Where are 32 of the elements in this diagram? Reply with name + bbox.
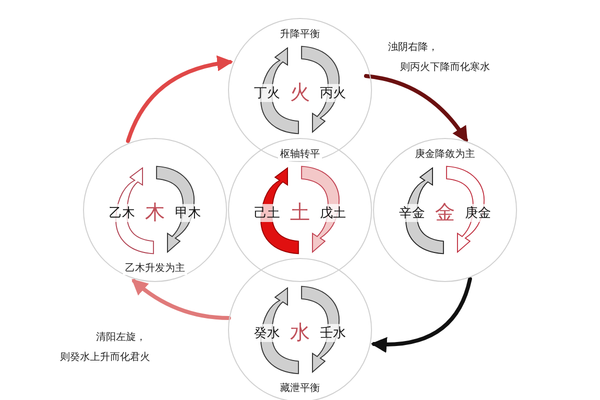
element-circle — [373, 138, 517, 282]
stem-label: 壬水 — [320, 324, 346, 342]
stem-label: 丙火 — [320, 84, 346, 102]
element-character: 火 — [290, 79, 310, 106]
circle-heading: 升降平衡 — [278, 27, 322, 41]
stem-label: 戊土 — [320, 204, 346, 222]
element-circle — [83, 138, 227, 282]
annotation-text: 则丙火下降而化寒水 — [400, 60, 490, 74]
curved-arrow — [132, 278, 231, 320]
element-circle — [228, 258, 372, 400]
element-character: 金 — [435, 199, 455, 226]
element-character: 土 — [290, 199, 310, 226]
stem-label: 丁火 — [254, 84, 280, 102]
circle-heading: 藏泄平衡 — [278, 381, 322, 395]
element-circle — [228, 138, 372, 282]
stem-label: 辛金 — [399, 204, 425, 222]
circle-heading: 庚金降敛为主 — [413, 147, 477, 161]
annotation-text: 清阳左旋， — [96, 330, 146, 344]
stem-label: 己土 — [254, 204, 280, 222]
annotation-text: 浊阴右降， — [388, 40, 438, 54]
stem-label: 乙木 — [109, 204, 135, 222]
curved-arrow — [126, 56, 234, 143]
annotation-text: 则癸水上升而化君火 — [60, 350, 150, 364]
circle-heading: 枢轴转平 — [278, 147, 322, 161]
element-character: 水 — [290, 319, 310, 346]
stem-label: 癸水 — [254, 324, 280, 342]
curved-arrow — [364, 74, 468, 143]
element-character: 木 — [145, 199, 165, 226]
stem-label: 甲木 — [175, 204, 201, 222]
stem-label: 庚金 — [465, 204, 491, 222]
circle-heading: 乙木升发为主 — [123, 261, 187, 275]
curved-arrow — [370, 277, 472, 352]
